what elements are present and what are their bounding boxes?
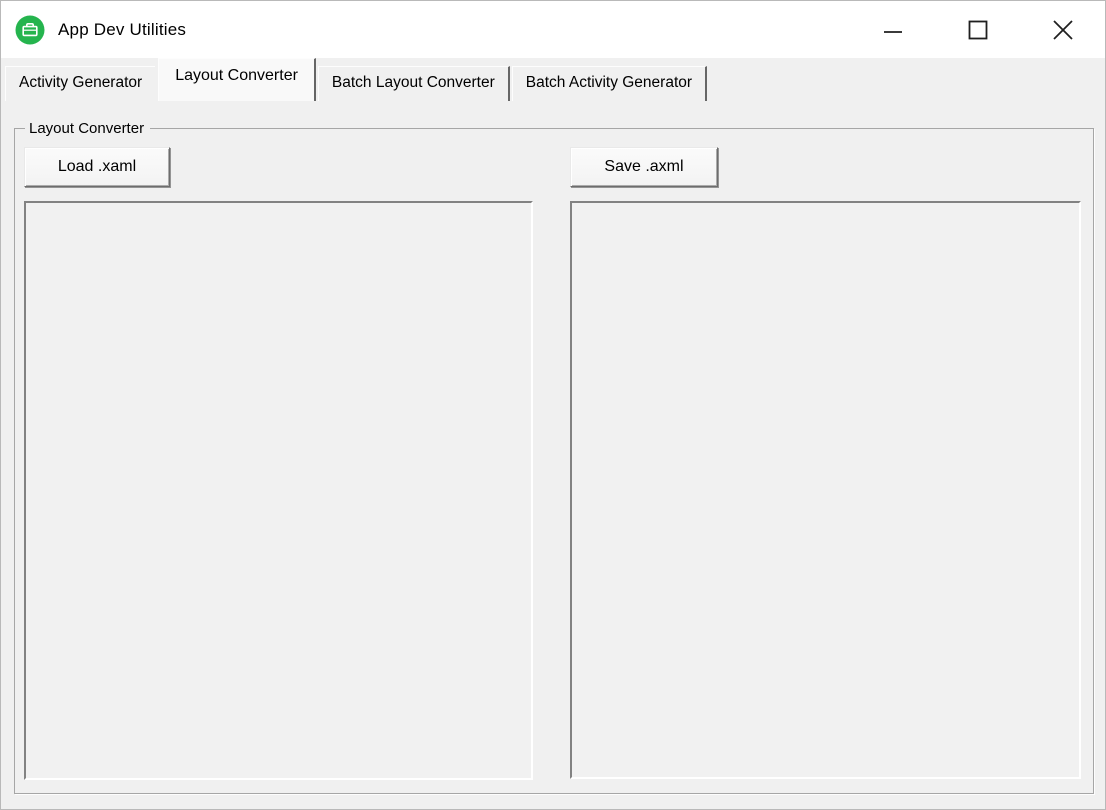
app-toolbox-icon xyxy=(15,15,45,45)
tab-layout-converter[interactable]: Layout Converter xyxy=(158,58,316,101)
tab-batch-layout-converter[interactable]: Batch Layout Converter xyxy=(317,66,510,101)
close-icon xyxy=(1052,19,1073,40)
maximize-icon xyxy=(968,20,987,39)
layout-converter-groupbox: Layout Converter xyxy=(14,120,1094,794)
axml-output-textarea[interactable] xyxy=(570,201,1081,779)
load-xaml-button[interactable]: Load .xaml xyxy=(24,147,170,187)
xaml-source-textarea[interactable] xyxy=(24,201,533,780)
minimize-icon xyxy=(883,30,902,33)
maximize-button[interactable] xyxy=(935,1,1020,58)
save-axml-button[interactable]: Save .axml xyxy=(570,147,718,187)
tab-label: Batch Layout Converter xyxy=(331,73,495,91)
tab-label: Layout Converter xyxy=(175,67,298,84)
close-button[interactable] xyxy=(1020,1,1105,58)
tab-label: Batch Activity Generator xyxy=(525,73,693,91)
tab-activity-generator[interactable]: Activity Generator xyxy=(5,66,156,101)
groupbox-title: Layout Converter xyxy=(29,120,145,137)
titlebar: App Dev Utilities xyxy=(1,1,1105,58)
window-controls xyxy=(850,1,1105,58)
tab-label: Activity Generator xyxy=(19,73,143,91)
tab-strip: Activity Generator Layout Converter Batc… xyxy=(1,58,1105,101)
tab-batch-activity-generator[interactable]: Batch Activity Generator xyxy=(511,66,708,101)
minimize-button[interactable] xyxy=(850,1,935,58)
window-title: App Dev Utilities xyxy=(58,19,187,39)
